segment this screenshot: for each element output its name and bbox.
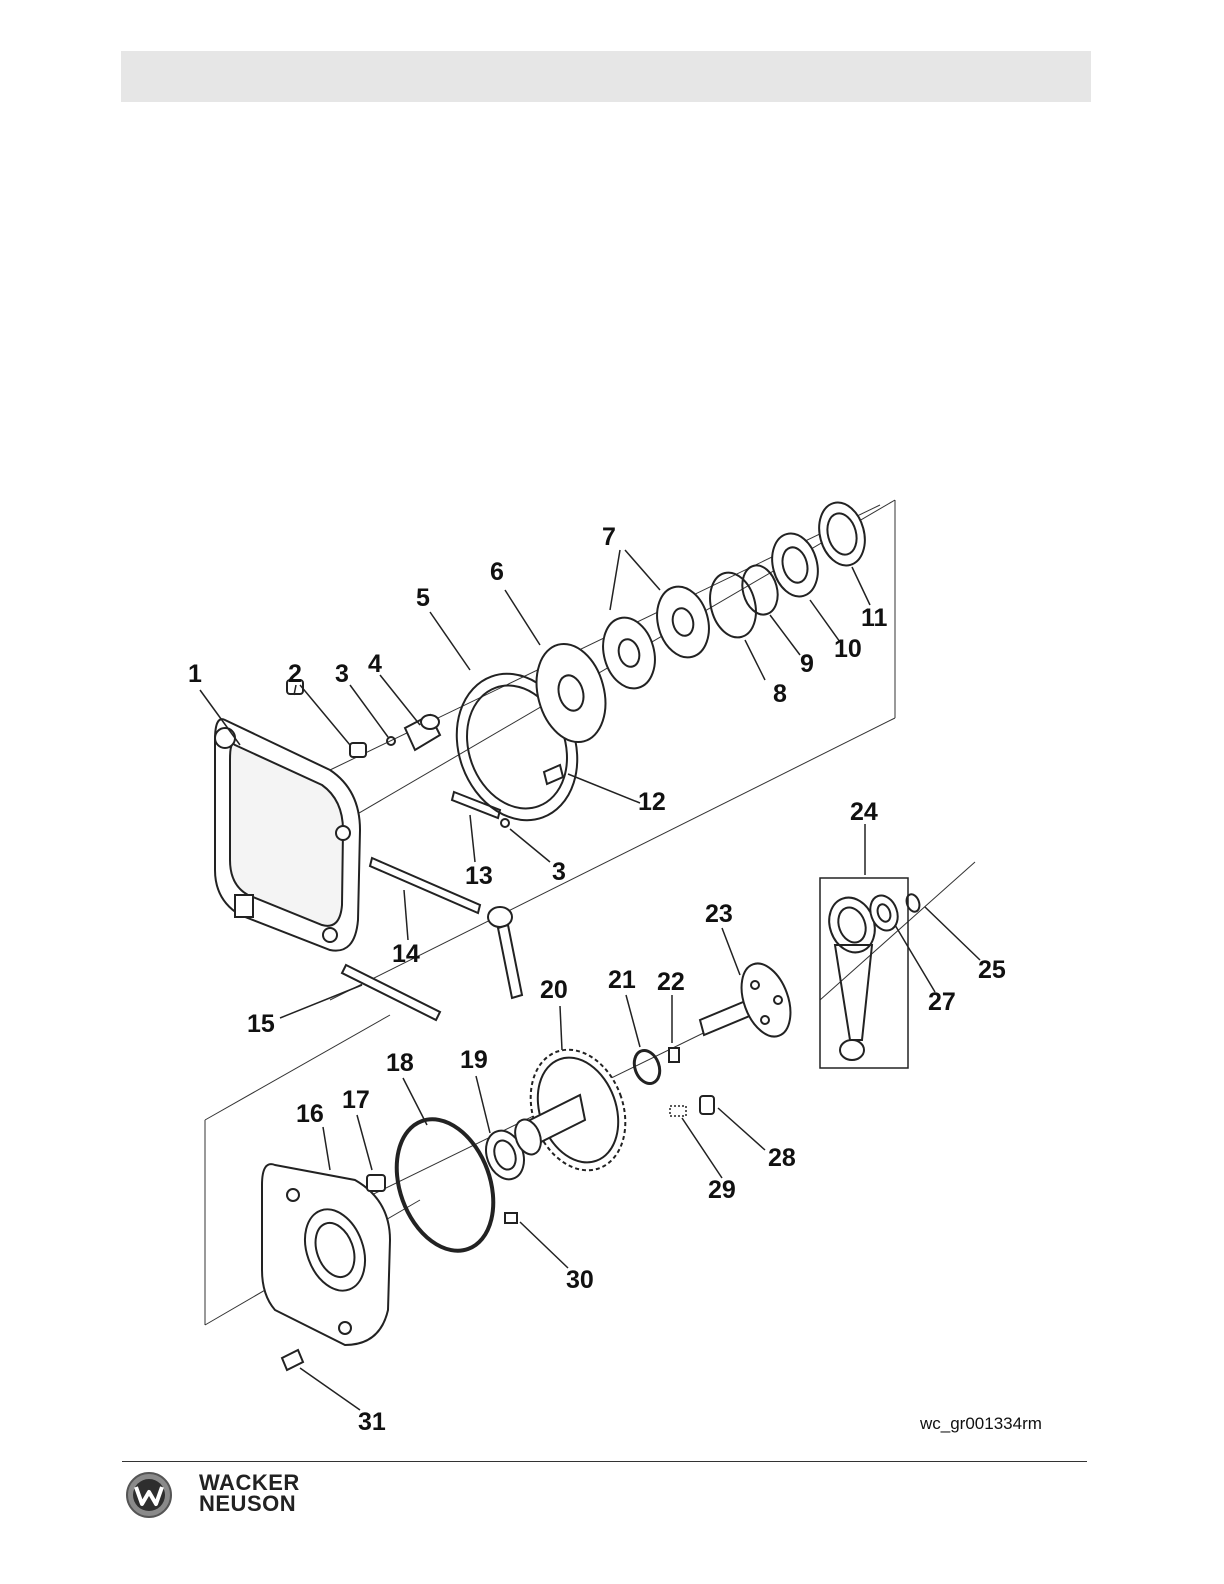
callout-29: 29 (708, 1176, 736, 1204)
part-30-pin (505, 1213, 517, 1223)
callout-23: 23 (705, 900, 733, 928)
callout-6: 6 (490, 558, 504, 586)
part-15-rod (342, 965, 440, 1020)
brand-logo: WACKER NEUSON (124, 1470, 324, 1520)
part-8-snap-ring (703, 567, 763, 642)
callout-3-top: 3 (335, 660, 349, 688)
callout-28: 28 (768, 1144, 796, 1172)
callout-24: 24 (850, 798, 878, 826)
brand-wordmark: WACKER NEUSON (199, 1472, 300, 1514)
figure-id: wc_gr001334rm (920, 1414, 1042, 1434)
callout-13: 13 (465, 862, 493, 890)
part-31-screw (282, 1350, 303, 1370)
part-11-seal (812, 497, 871, 570)
part-20-gear (511, 1036, 642, 1183)
callout-12: 12 (638, 788, 666, 816)
callout-31: 31 (358, 1408, 386, 1436)
callout-14: 14 (392, 940, 420, 968)
brand-w-icon (124, 1470, 184, 1520)
callout-2: 2 (288, 660, 302, 688)
footer-rule (122, 1461, 1087, 1462)
part-18-o-ring (379, 1106, 510, 1265)
brand-line-2: NEUSON (199, 1493, 300, 1514)
part-1-cover (215, 719, 360, 950)
part-4-fork (405, 715, 440, 750)
callout-3-bottom: 3 (552, 858, 566, 886)
callout-21: 21 (608, 966, 636, 994)
callout-9: 9 (800, 650, 814, 678)
callout-22: 22 (657, 968, 685, 996)
part-21-ring (630, 1047, 664, 1087)
part-12-screw (544, 765, 563, 784)
callout-10: 10 (834, 635, 862, 663)
part-23-crankshaft (700, 957, 800, 1043)
callout-30: 30 (566, 1266, 594, 1294)
callout-8: 8 (773, 680, 787, 708)
callout-25: 25 (978, 956, 1006, 984)
brand-line-1: WACKER (199, 1472, 300, 1493)
callout-18: 18 (386, 1049, 414, 1077)
callout-19: 19 (460, 1046, 488, 1074)
callout-16: 16 (296, 1100, 324, 1128)
part-29-spring (670, 1106, 686, 1116)
part-25-clip (904, 892, 921, 913)
part-17-bushing (367, 1175, 385, 1191)
callout-4: 4 (368, 650, 382, 678)
callout-1: 1 (188, 660, 202, 688)
callout-11: 11 (861, 604, 888, 632)
part-28-pin (700, 1096, 714, 1114)
callout-5: 5 (416, 584, 430, 612)
callout-27: 27 (928, 988, 956, 1016)
part-6-disc (526, 636, 616, 750)
part-14-lever (370, 858, 522, 998)
callout-7: 7 (602, 523, 616, 551)
part-22-key (669, 1048, 679, 1062)
part-7-washers (596, 581, 717, 694)
callout-15: 15 (247, 1010, 275, 1038)
callout-17: 17 (342, 1086, 370, 1114)
part-10-bearing (765, 528, 824, 601)
callout-20: 20 (540, 976, 568, 1004)
